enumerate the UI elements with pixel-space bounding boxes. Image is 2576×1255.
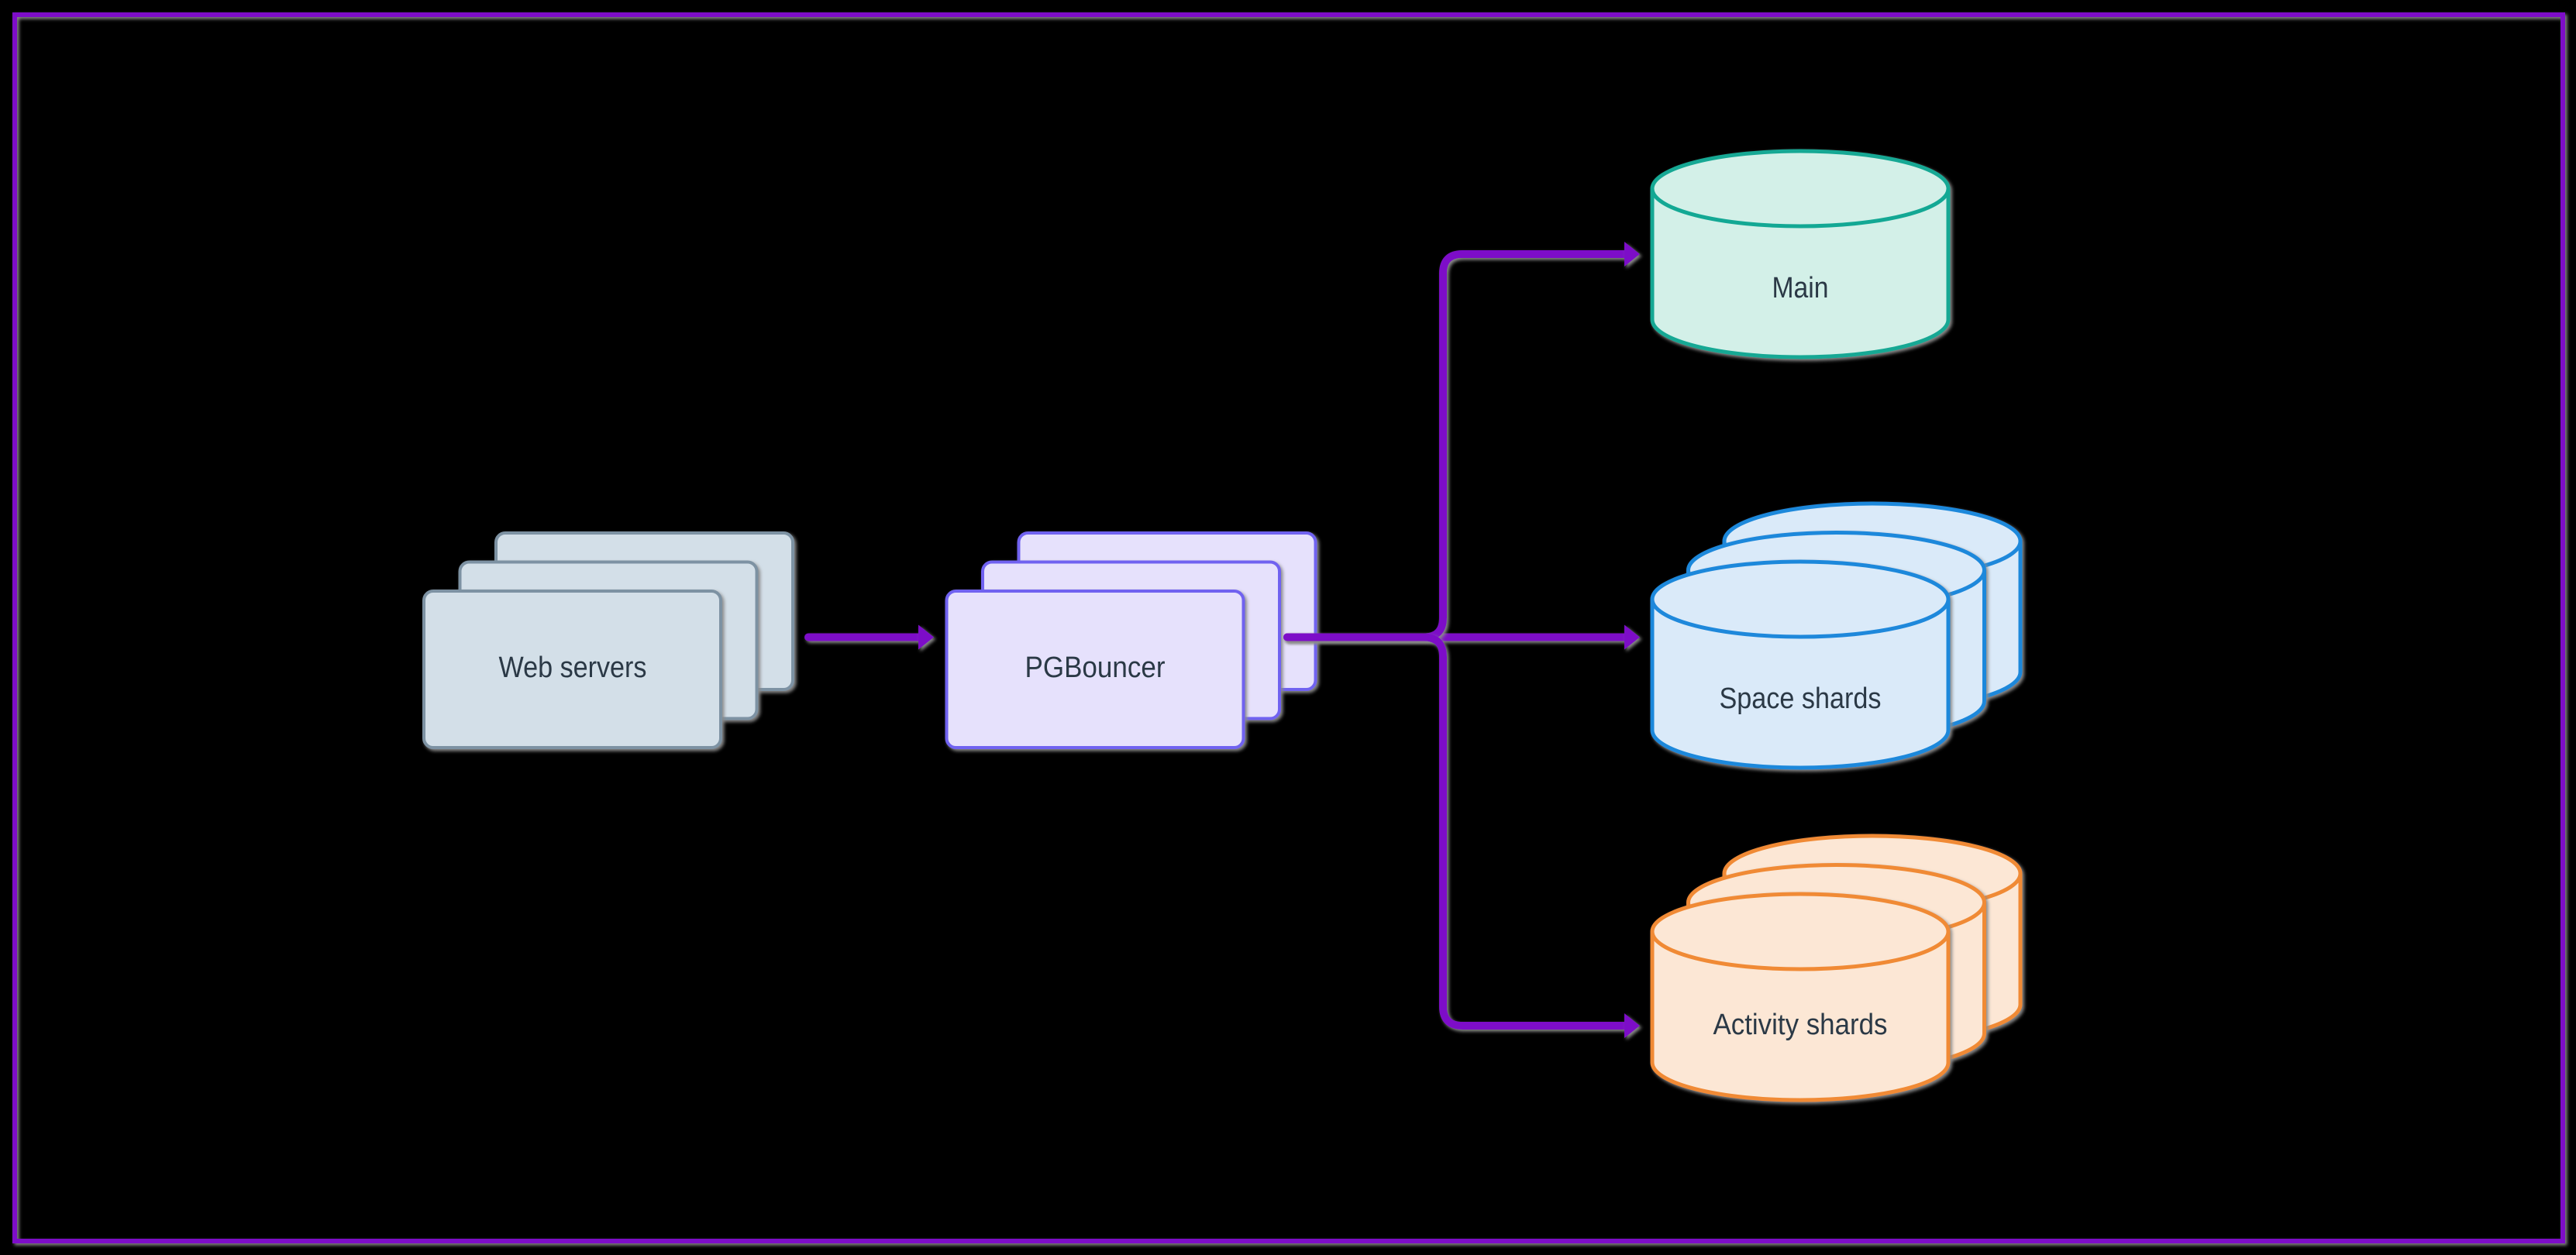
svg-text:Web servers: Web servers bbox=[499, 652, 647, 684]
svg-text:Space shards: Space shards bbox=[1720, 683, 1882, 715]
svg-text:Main: Main bbox=[1772, 272, 1829, 304]
svg-text:PGBouncer: PGBouncer bbox=[1025, 652, 1166, 684]
svg-text:Activity shards: Activity shards bbox=[1713, 1009, 1888, 1041]
